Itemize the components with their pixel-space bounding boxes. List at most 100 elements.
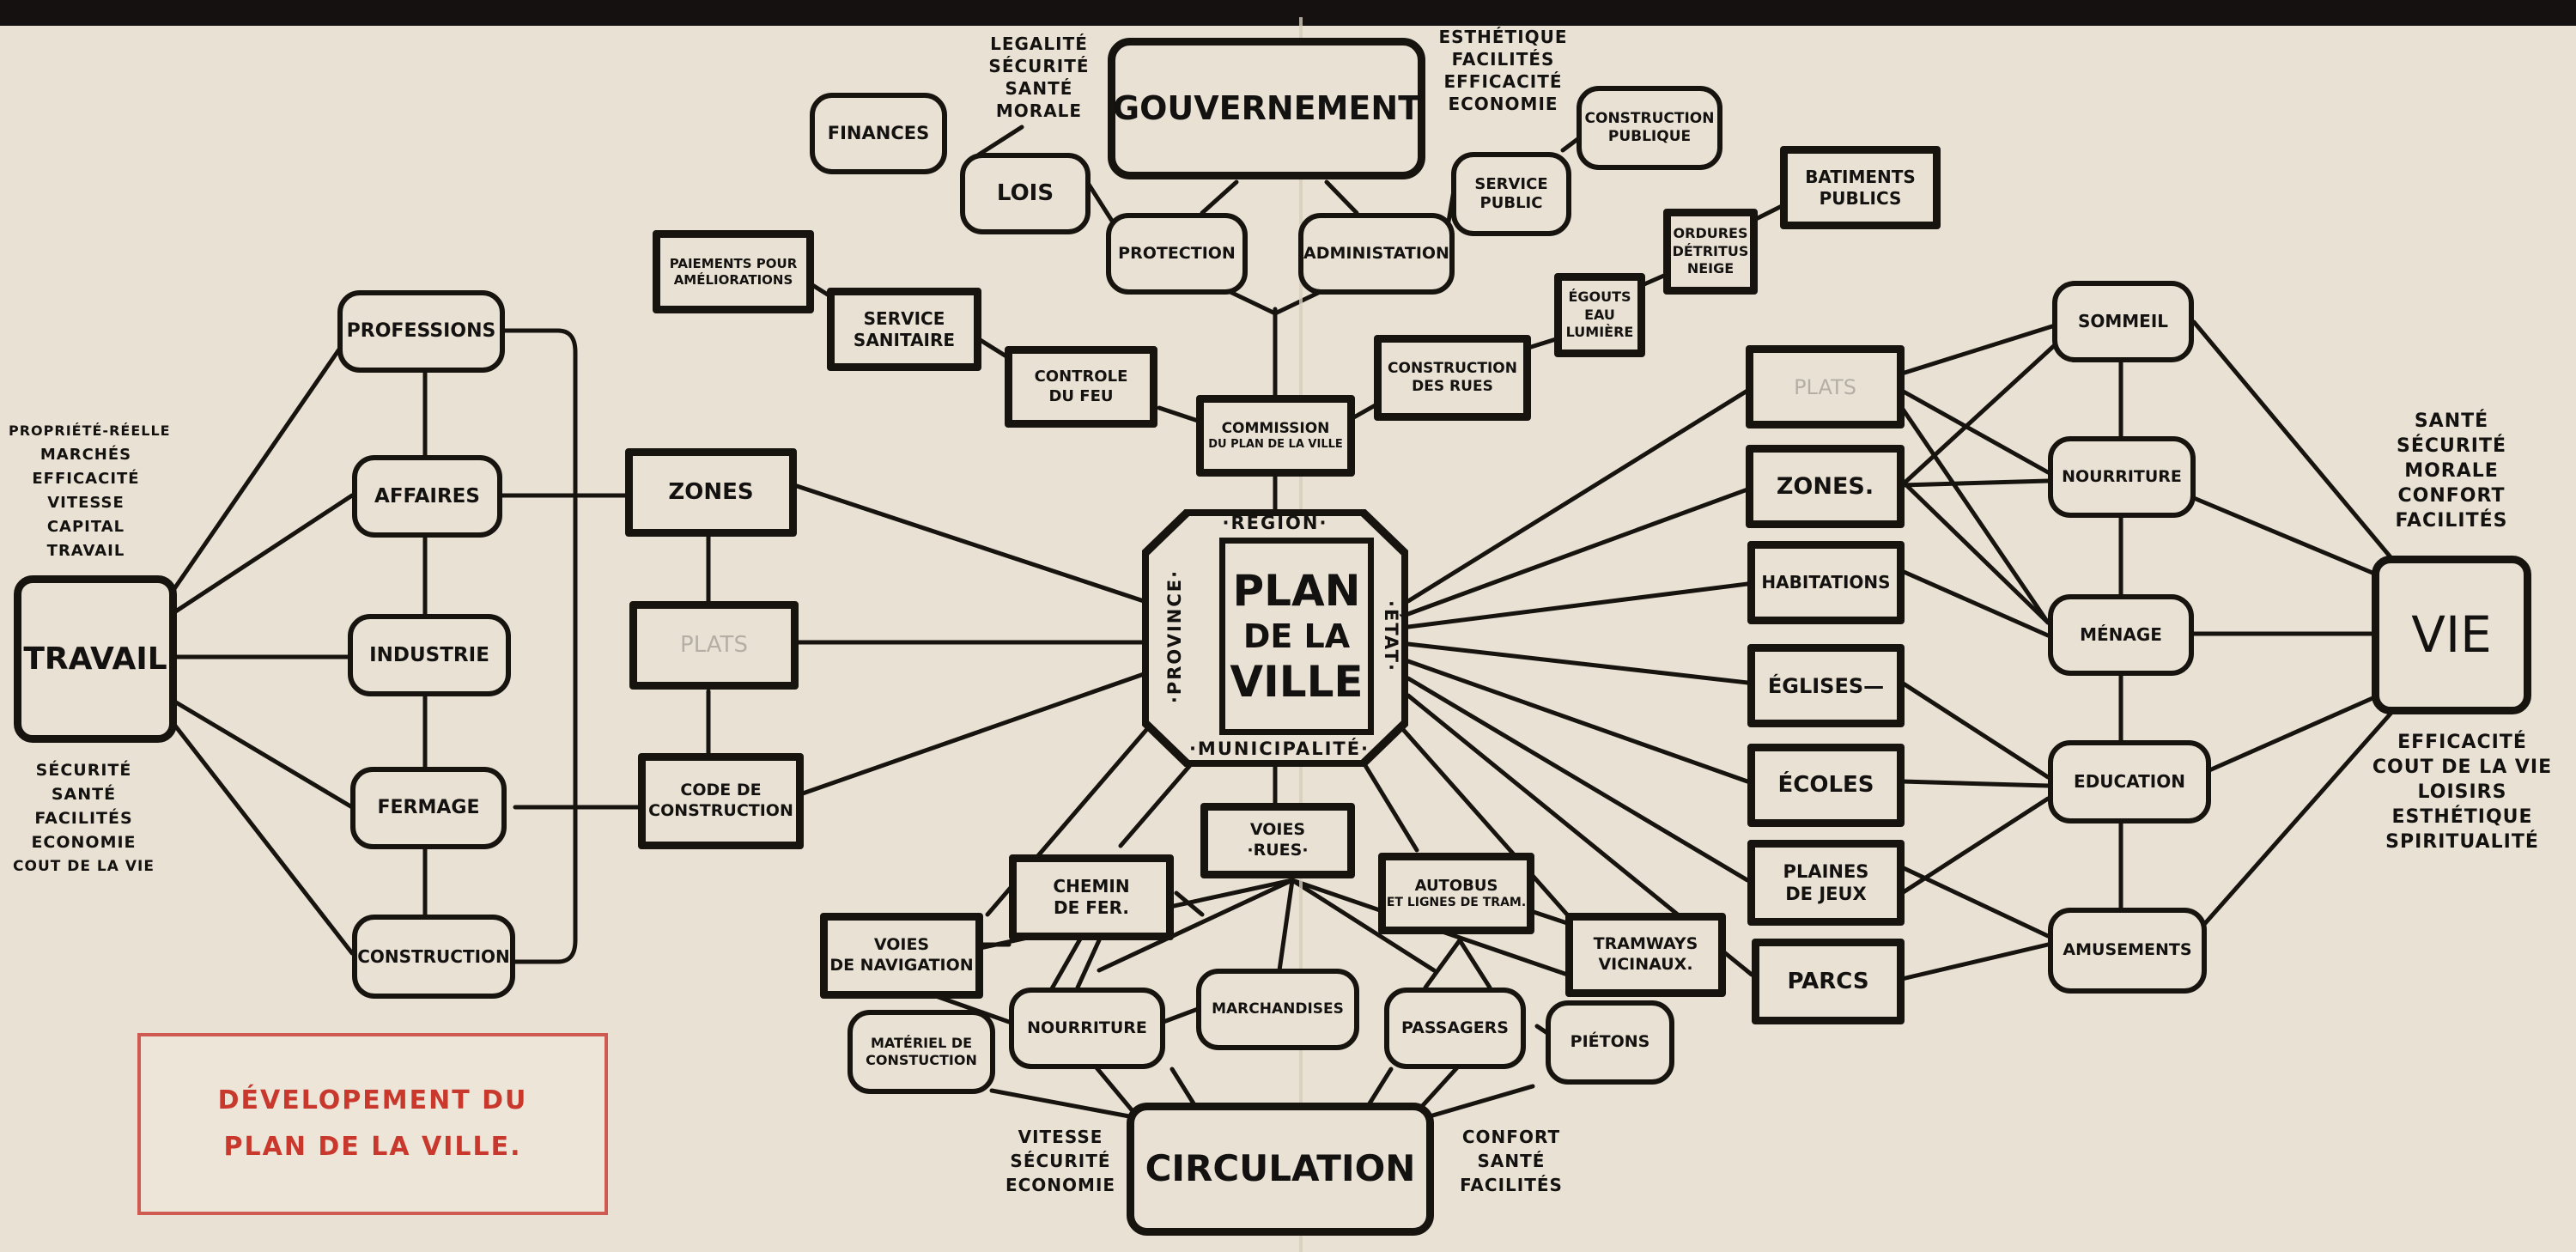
connector: [976, 125, 1024, 157]
node-construction-rues: Construction des Rues: [1374, 335, 1531, 421]
circulation-right-words: Confort Santé Facilités: [1447, 1125, 1576, 1197]
connector: [1899, 942, 2050, 982]
word: Confort: [1461, 1127, 1561, 1147]
node-plan-de-la-ville: Plan de la Ville: [1219, 538, 1374, 735]
word: Sécurité: [1010, 1151, 1111, 1171]
node-sommeil: Sommeil: [2052, 281, 2194, 362]
node-amusements: Amusements: [2048, 908, 2207, 994]
node-controle-feu: Controle du Feu: [1005, 346, 1157, 428]
node-voies-rues: Voies ·Rues·: [1200, 803, 1355, 878]
connector: [1157, 405, 1200, 423]
connector: [1899, 478, 2050, 625]
vie-top-words: Santé Sécurité Morale Confort Facilités: [2361, 409, 2542, 533]
node-finances: Finances: [810, 93, 947, 174]
node-menage: Ménage: [2048, 594, 2194, 676]
connector: [169, 328, 355, 595]
connector: [1526, 337, 1558, 350]
node-zones-left: Zones: [625, 448, 797, 537]
photo-border: [0, 0, 2576, 26]
connector: [2191, 495, 2381, 578]
word: Morale: [995, 100, 1083, 121]
title-box: Dévelopement du Plan de la Ville.: [137, 1033, 608, 1215]
connector: [169, 493, 355, 617]
label-etat: ·État·: [1381, 600, 1401, 672]
connector: [1118, 749, 1205, 848]
node-parcs: Parcs: [1752, 939, 1905, 1024]
connector: [1899, 405, 2050, 625]
node-lois: Lois: [960, 153, 1091, 234]
connector: [1170, 1067, 1196, 1106]
word: Cout de la Vie: [2372, 757, 2553, 778]
word: Vitesse: [1018, 1127, 1103, 1147]
connector: [1899, 796, 2050, 896]
word: Vitesse: [47, 494, 125, 512]
node-gouvernement: Gouvernement: [1108, 38, 1425, 179]
connector: [1899, 388, 2050, 475]
word: Spiritualité: [2385, 831, 2539, 853]
word: Economie: [1005, 1175, 1116, 1195]
word: Marchés: [39, 446, 132, 464]
node-zones-right: Zones.: [1746, 445, 1905, 528]
word: Propriété-réelle: [9, 422, 171, 439]
node-nourriture-right: Nourriture: [2048, 436, 2196, 518]
word: Santé: [2414, 410, 2489, 432]
node-circulation: Circulation: [1127, 1103, 1434, 1236]
word: Economie: [1448, 94, 1558, 114]
connector: [792, 483, 1146, 604]
word: Sécurité: [2396, 435, 2507, 457]
connector: [933, 994, 1012, 1024]
word: Morale: [2404, 460, 2499, 482]
connector: [1406, 641, 1750, 685]
word: Capital: [46, 518, 125, 536]
word: Loisirs: [2417, 781, 2507, 803]
connector: [1075, 938, 1102, 990]
word: Facilités: [34, 809, 133, 828]
connector: [1200, 179, 1239, 216]
word: Sécurité: [35, 761, 132, 780]
node-service-sanitaire: Service Sanitaire: [827, 288, 981, 371]
connector: [1290, 878, 1437, 973]
connector: [1526, 908, 1570, 926]
word: Sécurité: [988, 56, 1090, 76]
word: Economie: [31, 833, 137, 852]
word: Santé: [1005, 78, 1073, 99]
node-plats-left: Plats: [629, 601, 799, 690]
gouvernement-left-words: Legalité Sécurité Santé Morale: [979, 33, 1099, 122]
node-plaines-de-jeux: Plaines de Jeux: [1747, 840, 1905, 926]
node-vie: Vie: [2372, 556, 2531, 714]
node-fermage: Fermage: [350, 767, 507, 849]
connector: [1899, 568, 2050, 638]
node-eglises: Églises—: [1747, 644, 1905, 727]
connector: [2191, 710, 2394, 939]
connector: [1367, 1067, 1394, 1106]
node-habitations: Habitations: [1747, 541, 1905, 624]
connector: [1406, 487, 1750, 617]
title-line-2: Plan de la Ville.: [223, 1132, 522, 1162]
connector: [1088, 1058, 1136, 1115]
connector: [1899, 341, 2059, 488]
connector: [1406, 388, 1750, 604]
travail-top-words: Propriété-réelle Marchés Efficacité Vite…: [9, 419, 171, 563]
connector: [1457, 938, 1492, 990]
word: Travail: [46, 542, 125, 560]
node-voies-navigation: Voies de Navigation: [820, 913, 983, 999]
vie-bottom-words: Efficacité Cout de la Vie Loisirs Esthét…: [2370, 730, 2555, 854]
connector: [2191, 319, 2394, 561]
node-plats-right: Plats: [1746, 345, 1905, 428]
word: Facilités: [1460, 1175, 1563, 1195]
word: Legalité: [990, 33, 1088, 54]
node-construction-publique: Construction Publique: [1577, 86, 1722, 170]
connector: [1045, 933, 1084, 999]
connector: [2191, 693, 2381, 780]
word: Cout de la Vie: [13, 858, 155, 875]
connector: [1899, 478, 2050, 488]
node-tramways: Tramways Vicinaux.: [1565, 913, 1726, 997]
label-province: ·Province·: [1164, 568, 1185, 704]
connector: [1397, 723, 1570, 917]
word: Facilités: [1451, 49, 1555, 70]
word: Confort: [2397, 485, 2506, 507]
connector: [1406, 659, 1750, 784]
title-line-1: Dévelopement du: [217, 1085, 528, 1115]
word: Santé: [1477, 1151, 1546, 1171]
